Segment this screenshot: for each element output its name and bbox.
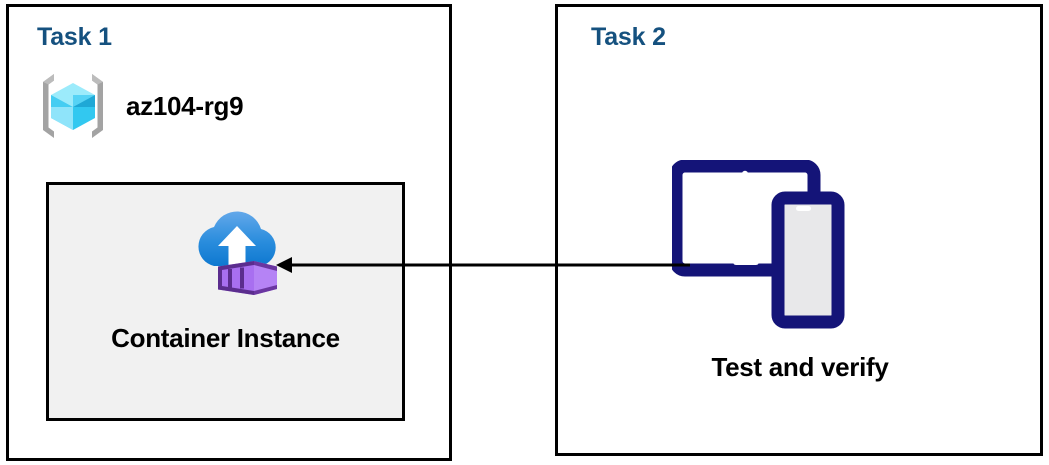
tablet-and-phone-icon	[672, 160, 845, 329]
resource-group-row: az104-rg9	[34, 67, 244, 145]
container-instance-card: Container Instance	[46, 182, 405, 421]
panel-task-2-title: Task 2	[591, 23, 666, 51]
resource-group-label: az104-rg9	[126, 90, 244, 121]
test-and-verify-label: Test and verify	[711, 352, 889, 382]
panel-task-1: Task 1 az104-r	[6, 4, 452, 461]
container-instance-label: Container Instance	[111, 323, 340, 353]
azure-container-instance-icon	[198, 211, 277, 295]
arrow-task2-to-task1	[276, 257, 690, 273]
azure-resource-group-icon	[43, 74, 103, 138]
panel-task-1-title: Task 1	[37, 23, 112, 51]
